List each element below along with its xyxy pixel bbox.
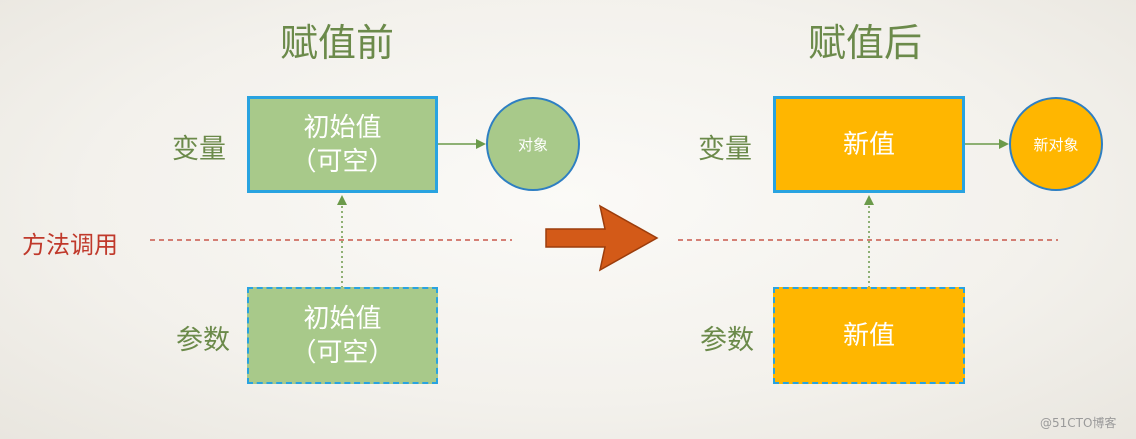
before-variable-value: 初始值 <box>303 112 382 143</box>
before-ref-arrowhead <box>476 139 486 149</box>
before-variable-note: （可空） <box>290 146 395 177</box>
before-variable-box: 初始值 （可空） <box>247 96 438 193</box>
before-object-label: 对象 <box>517 135 548 154</box>
after-object-circle: 新对象 <box>1009 97 1103 191</box>
before-param-label: 参数 <box>176 325 230 356</box>
after-param-label: 参数 <box>700 325 754 356</box>
watermark: @51CTO博客 <box>1040 416 1117 430</box>
before-param-note: （可空） <box>290 337 395 368</box>
after-param-value: 新值 <box>842 320 895 351</box>
before-title: 赋值前 <box>280 21 395 65</box>
after-param-box: 新值 <box>773 287 965 384</box>
after-title: 赋值后 <box>808 21 923 65</box>
after-variable-label: 变量 <box>698 134 752 165</box>
after-variable-value: 新值 <box>842 129 895 160</box>
after-ref-arrowhead <box>999 139 1009 149</box>
before-variable-label: 变量 <box>172 134 226 165</box>
after-param-arrowhead <box>864 195 874 205</box>
before-param-value: 初始值 <box>303 303 382 334</box>
transition-arrow-icon <box>545 204 659 272</box>
before-object-circle: 对象 <box>486 97 580 191</box>
method-call-label: 方法调用 <box>22 231 118 259</box>
before-param-arrowhead <box>337 195 347 205</box>
after-variable-box: 新值 <box>773 96 965 193</box>
after-object-label: 新对象 <box>1033 135 1079 154</box>
before-param-box: 初始值 （可空） <box>247 287 438 384</box>
